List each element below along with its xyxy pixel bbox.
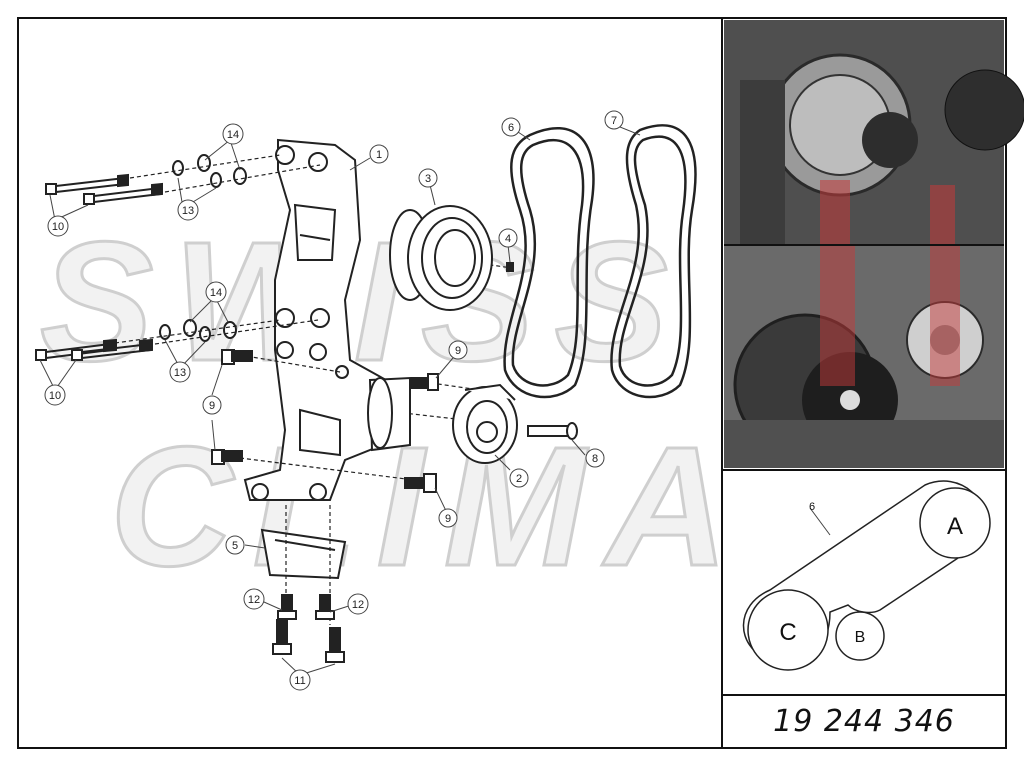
pulley-b-label: B	[855, 629, 866, 646]
callout-1: 1	[369, 144, 389, 164]
svg-text:1: 1	[376, 149, 382, 161]
svg-text:12: 12	[248, 594, 260, 606]
callout-5: 5	[225, 535, 245, 555]
lower-bracket	[260, 528, 347, 580]
svg-text:5: 5	[232, 540, 238, 552]
pulley	[389, 205, 493, 311]
callout-2: 2	[509, 468, 529, 488]
svg-text:10: 10	[49, 390, 61, 402]
belt-routing-diagram	[742, 480, 991, 671]
svg-text:2: 2	[516, 473, 522, 485]
svg-text:6: 6	[508, 122, 514, 134]
callout-7: 7	[604, 110, 624, 130]
svg-text:11: 11	[294, 675, 305, 687]
outer-frame	[17, 17, 1007, 749]
svg-text:8: 8	[592, 453, 598, 465]
callouts: 1 2 3 4 5 6 7 8 9 9 9 10 10 11 12 12 13 …	[44, 110, 624, 691]
pulley-c-label: C	[779, 619, 796, 646]
mounting-bracket	[243, 138, 396, 501]
callout-9: 9	[448, 340, 468, 360]
callout-9: 9	[438, 508, 458, 528]
svg-text:9: 9	[455, 345, 461, 357]
watermark-line2: CLIMA	[110, 412, 748, 602]
callout-13: 13	[169, 361, 191, 383]
small-bolts	[211, 349, 578, 493]
callout-12: 12	[243, 588, 265, 610]
callout-14: 14	[205, 281, 227, 303]
svg-text:4: 4	[505, 233, 511, 245]
vertical-bolts	[272, 594, 345, 663]
callout-3: 3	[418, 168, 438, 188]
svg-text:12: 12	[352, 599, 364, 611]
callout-10: 10	[47, 215, 69, 237]
svg-text:9: 9	[209, 400, 215, 412]
long-bolts	[35, 173, 163, 361]
svg-text:14: 14	[227, 129, 239, 141]
callout-14: 14	[222, 123, 244, 145]
svg-text:14: 14	[210, 287, 222, 299]
part-number: 19 244 346	[773, 703, 955, 739]
svg-text:13: 13	[182, 205, 194, 217]
callout-4: 4	[498, 228, 518, 248]
photo-bottom	[724, 246, 1004, 468]
callout-12: 12	[347, 593, 369, 615]
svg-text:10: 10	[52, 221, 64, 233]
belt-label: 6	[809, 501, 815, 513]
svg-text:7: 7	[611, 115, 617, 127]
callout-13: 13	[177, 199, 199, 221]
pin	[506, 262, 514, 272]
callout-9: 9	[202, 395, 222, 415]
svg-text:13: 13	[174, 367, 186, 379]
belts	[503, 124, 697, 399]
photo-top	[724, 20, 1024, 244]
tensioner	[367, 376, 518, 464]
svg-text:3: 3	[425, 173, 431, 185]
callout-6: 6	[501, 117, 521, 137]
belt-routing-labels: 6 A B C	[779, 501, 963, 646]
callout-8: 8	[585, 448, 605, 468]
callout-10: 10	[44, 384, 66, 406]
svg-text:9: 9	[445, 513, 451, 525]
callout-11: 11	[289, 669, 311, 691]
pulley-a-label: A	[947, 513, 963, 540]
